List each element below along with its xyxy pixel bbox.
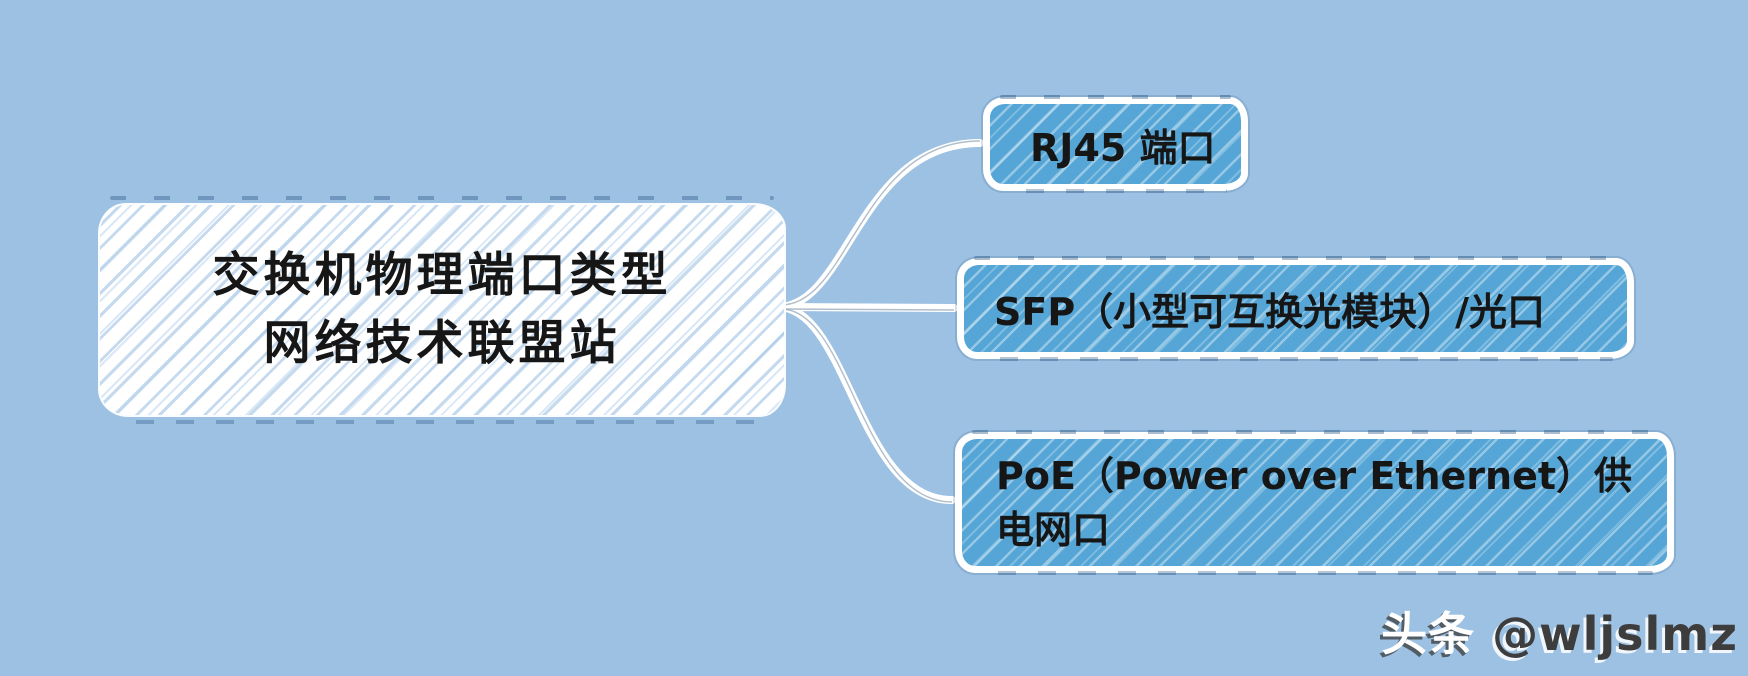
branch-label-poe: PoE（Power over Ethernet）供电网口	[996, 453, 1633, 552]
branch-node-poe[interactable]: PoE（Power over Ethernet）供电网口	[955, 430, 1674, 575]
watermark-handle: @wljslmz	[1492, 607, 1738, 661]
branch-label-rj45: RJ45 端口	[1030, 125, 1216, 170]
watermark-prefix: 头条	[1381, 607, 1476, 661]
root-title-line2: 网络技术联盟站	[263, 316, 621, 371]
connector-sfp-pencil-line	[780, 308, 955, 311]
branch-label-sfp: SFP（小型可互换光模块）/光口	[994, 290, 1546, 334]
branch-node-rj45[interactable]: RJ45 端口	[983, 95, 1248, 193]
watermark: 头条 @wljslmz	[1381, 598, 1738, 664]
connector-sfp	[774, 303, 958, 312]
connector-poe-pencil-line	[780, 308, 953, 503]
root-node[interactable]: 交换机物理端口类型 网络技术联盟站	[100, 196, 784, 424]
connector-rj45	[774, 139, 984, 311]
root-title-line1: 交换机物理端口类型	[212, 248, 672, 303]
connector-poe	[774, 303, 956, 504]
connector-rj45-pencil-line	[780, 140, 981, 306]
branch-node-sfp[interactable]: SFP（小型可互换光模块）/光口	[957, 256, 1634, 361]
